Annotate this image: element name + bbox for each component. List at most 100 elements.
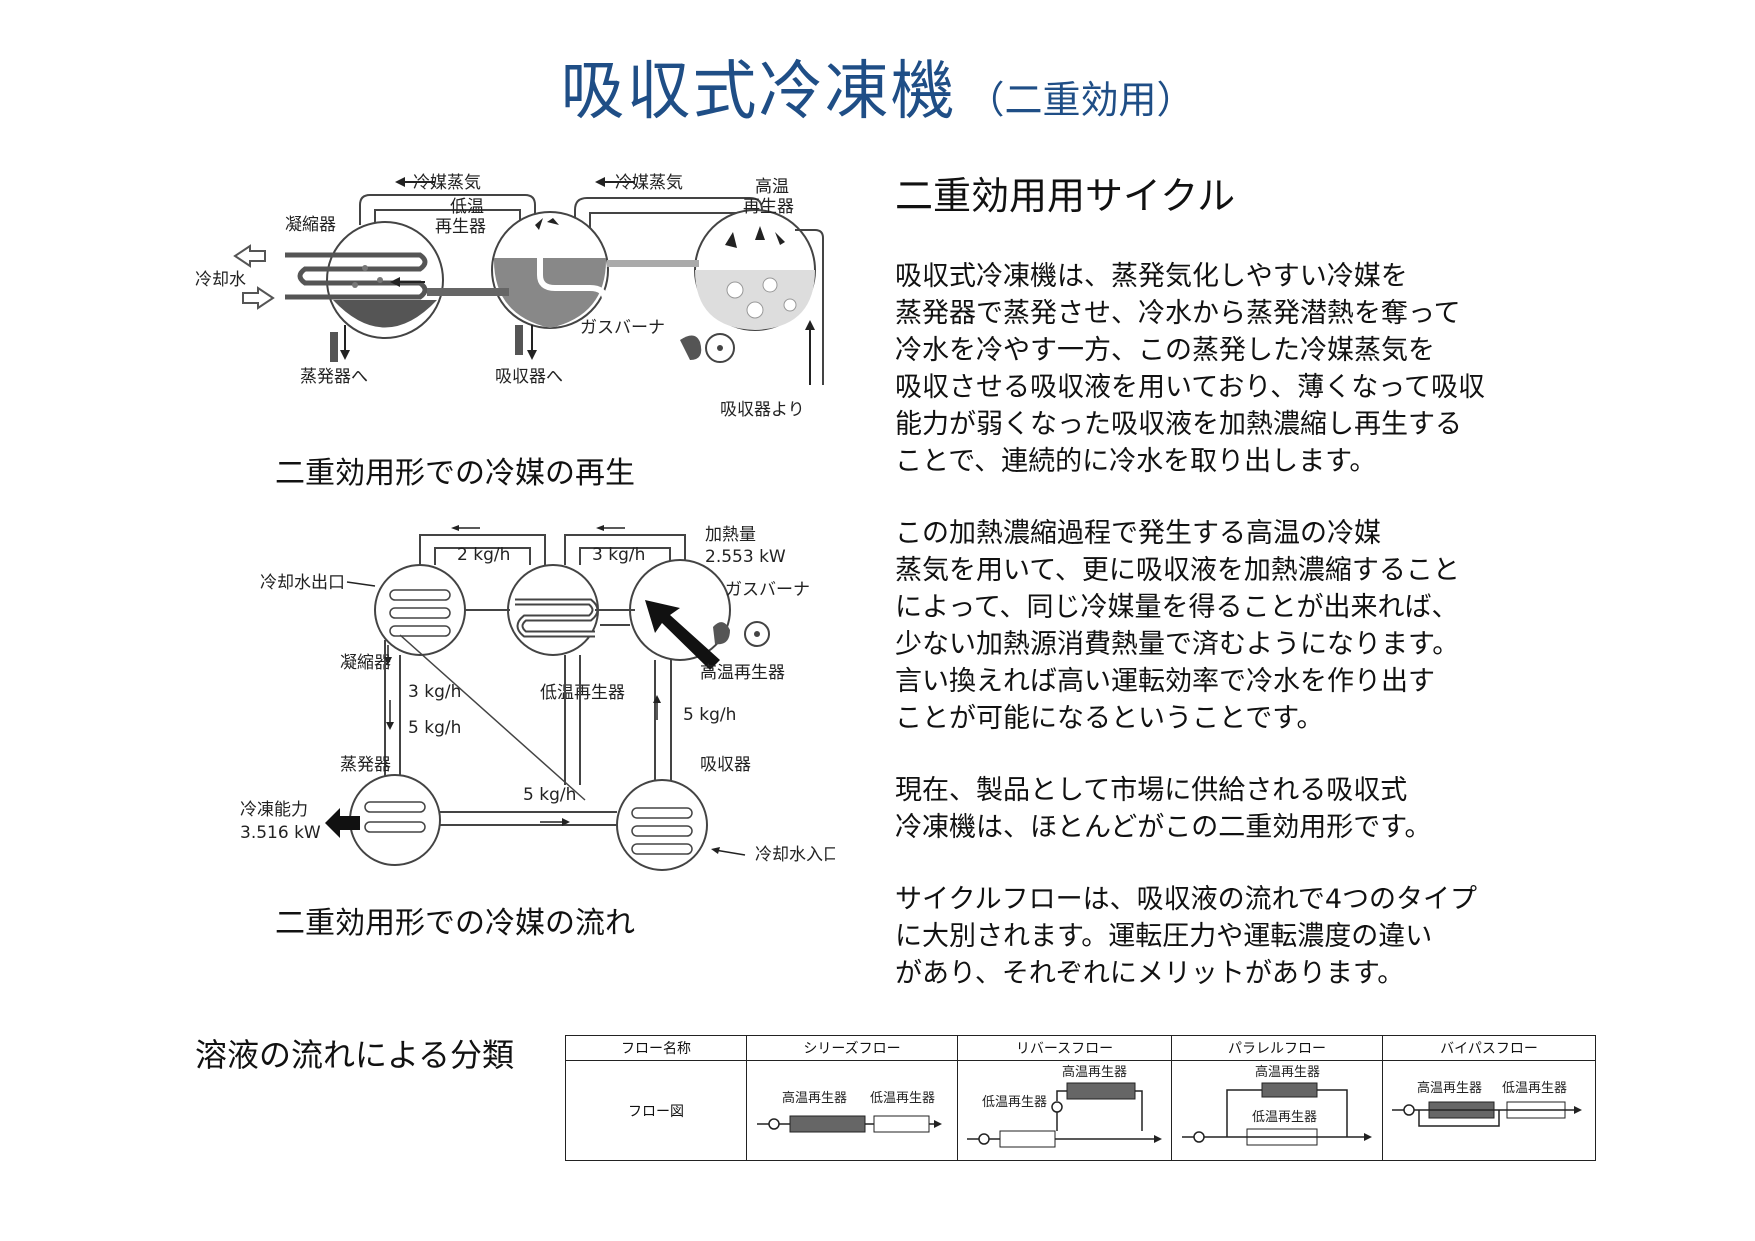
flow-5-bottom-label: 5 kg/h [523, 785, 576, 805]
text-line: 蒸気を用いて、更に吸収液を加熱濃縮すること [895, 555, 1460, 586]
paragraph-1: 吸収式冷凍機は、蒸発気化しやすい冷媒を 蒸発器で蒸発させ、冷水から蒸発潜熱を奪っ… [895, 258, 1725, 480]
series-flow-cell: 高温再生器 低温再生器 [746, 1060, 958, 1161]
text-line: に大別されます。運転圧力や運転濃度の違い [895, 921, 1433, 952]
text-line: 蒸発器で蒸発させ、冷水から蒸発潜熱を奪って [895, 298, 1461, 329]
from-absorber-arrow [805, 320, 815, 385]
paragraph-3: 現在、製品として市場に供給される吸収式 冷凍機は、ほとんどがこの二重効用形です。 [895, 772, 1725, 846]
low-temp-label-1: 低温 [450, 197, 484, 217]
flow-diagram: 2 kg/h 3 kg/h 冷却水出口 凝縮器 低温再生器 加熱量 2.553 … [240, 525, 835, 871]
solution-pipe-high [607, 260, 699, 267]
from-absorber-label: 吸収器より [720, 400, 805, 420]
gas-burner-icon [680, 333, 735, 363]
text-line: 冷凍機は、ほとんどがこの二重効用形です。 [895, 812, 1432, 843]
paragraph-4: サイクルフローは、吸収液の流れで4つのタイプ に大別されます。運転圧力や運転濃度… [895, 881, 1725, 992]
to-absorber-arrow [527, 325, 537, 360]
low-generator-unit [507, 564, 599, 656]
bypass-low-label: 低温再生器 [1502, 1081, 1567, 1096]
high-generator-unit [629, 559, 731, 670]
text-line: この加熱濃縮過程で発生する高温の冷媒 [895, 518, 1381, 549]
cooling-water-out-icon [233, 244, 266, 268]
gas-burner-label: ガスバーナ [580, 318, 665, 338]
header-bypass: バイパスフロー [1382, 1035, 1596, 1061]
evaporator-label: 蒸発器 [340, 755, 391, 775]
text-line: ことが可能になるということです。 [895, 703, 1324, 734]
diagram1-caption: 二重効用形での冷媒の再生 [275, 456, 635, 491]
title-main: 吸収式冷凍機 [560, 55, 957, 129]
to-absorber-label: 吸収器へ [495, 367, 563, 387]
text-line: 能力が弱くなった吸収液を加熱濃縮し再生する [895, 409, 1462, 440]
reverse-low-label: 低温再生器 [982, 1095, 1047, 1110]
solution-pipe-low [427, 288, 509, 296]
text-line: 吸収式冷凍機は、蒸発気化しやすい冷媒を [895, 261, 1408, 292]
evaporator-unit [349, 774, 441, 866]
paragraph-2: この加熱濃縮過程で発生する高温の冷媒 蒸気を用いて、更に吸収液を加熱濃縮すること… [895, 515, 1725, 737]
flow-5-right-label: 5 kg/h [683, 705, 736, 725]
flow-3-mid-label: 3 kg/h [408, 682, 461, 702]
series-low-label: 低温再生器 [870, 1091, 935, 1106]
capacity-label-1: 冷凍能力 [240, 800, 308, 820]
row-label: フロー図 [565, 1060, 747, 1161]
high-temp-generator-vessel [694, 209, 816, 331]
cooling-out-label: 冷却水出口 [260, 573, 345, 593]
high-temp-label-1: 高温 [755, 177, 789, 197]
page-title: 吸収式冷凍機（二重効用） [0, 40, 1755, 132]
pipe-arrow-left [390, 277, 425, 287]
condenser-unit [374, 564, 466, 656]
parallel-flow-cell: 高温再生器 低温再生器 [1171, 1060, 1383, 1161]
vapor-label-right: 冷媒蒸気 [615, 173, 683, 193]
absorber-label: 吸収器 [700, 755, 751, 775]
high-temp-label-2: 再生器 [743, 197, 794, 217]
cooling-water-label: 冷却水 [195, 270, 246, 290]
flow-3-top-label: 3 kg/h [592, 545, 645, 565]
condenser-vessel [285, 221, 444, 339]
condenser-label-2: 凝縮器 [340, 653, 391, 673]
cooling-in-label: 冷却水入口 [755, 845, 835, 865]
text-line: ことで、連続的に冷水を取り出します。 [895, 446, 1377, 477]
text-line: があり、それぞれにメリットがあります。 [895, 958, 1405, 989]
series-high-label: 高温再生器 [782, 1090, 847, 1106]
condenser-label: 凝縮器 [285, 215, 336, 235]
to-evaporator-label: 蒸発器へ [300, 367, 368, 387]
flow-classification-table: フロー名称 シリーズフロー リバースフロー パラレルフロー バイパスフロー フロ… [565, 1035, 1596, 1161]
vapor-arrow-left [395, 177, 435, 187]
reverse-high-label: 高温再生器 [1062, 1064, 1127, 1080]
header-flow-name: フロー名称 [565, 1035, 747, 1061]
series-flow-diagram: 高温再生器 低温再生器 [757, 1090, 942, 1132]
vapor-arrow-right [595, 177, 635, 187]
gas-burner-label-2: ガスバーナ [725, 580, 810, 600]
regeneration-diagram: 冷媒蒸気 冷媒蒸気 冷却水 凝縮器 低温 再生器 高温 再生器 [195, 173, 824, 420]
cooling-water-in-icon [242, 286, 275, 310]
text-line: サイクルフローは、吸収液の流れで4つのタイプ [895, 884, 1478, 915]
low-gen-label-2: 低温再生器 [540, 683, 625, 703]
heat-label-1: 加熱量 [705, 525, 756, 545]
reverse-flow-diagram: 高温再生器 低温再生器 [967, 1064, 1162, 1148]
table-row: フロー図 高温再生器 低温再生器 高温再生器 低温再生器 [565, 1060, 1596, 1161]
text-line: 吸収させる吸収液を用いており、薄くなって吸収 [895, 372, 1485, 403]
text-line: 言い換えれば高い運転効率で冷水を作り出す [895, 666, 1435, 697]
diagram2-caption: 二重効用形での冷媒の流れ [275, 906, 635, 941]
bypass-flow-cell: 高温再生器 低温再生器 [1382, 1060, 1596, 1161]
low-temp-label-2: 再生器 [435, 217, 486, 237]
title-sub: （二重効用） [966, 78, 1195, 122]
parallel-low-label: 低温再生器 [1252, 1110, 1317, 1125]
absorber-unit [616, 779, 708, 871]
text-line: 現在、製品として市場に供給される吸収式 [895, 775, 1408, 806]
table-header-row: フロー名称 シリーズフロー リバースフロー パラレルフロー バイパスフロー [565, 1035, 1596, 1061]
text-line: 冷水を冷やす一方、この蒸発した冷媒蒸気を [895, 335, 1435, 366]
bypass-flow-diagram: 高温再生器 低温再生器 [1391, 1080, 1582, 1127]
bypass-high-label: 高温再生器 [1417, 1080, 1482, 1096]
heat-label-2: 2.553 kW [705, 547, 786, 567]
header-reverse: リバースフロー [957, 1035, 1172, 1061]
text-line: 少ない加熱源消費熱量で済むようになります。 [895, 629, 1460, 660]
parallel-flow-diagram: 高温再生器 低温再生器 [1182, 1064, 1372, 1146]
capacity-label-2: 3.516 kW [240, 823, 321, 843]
header-series: シリーズフロー [746, 1035, 958, 1061]
reverse-flow-cell: 高温再生器 低温再生器 [957, 1060, 1172, 1161]
section-heading: 二重効用用サイクル [895, 174, 1236, 218]
to-evaporator-arrow [340, 325, 350, 360]
parallel-high-label: 高温再生器 [1255, 1064, 1320, 1080]
gas-burner-icon-2 [713, 621, 770, 647]
text-line: によって、同じ冷媒量を得ることが出来れば、 [895, 592, 1459, 623]
table-title: 溶液の流れによる分類 [195, 1036, 515, 1074]
explanation-column: 二重効用用サイクル 吸収式冷凍機は、蒸発気化しやすい冷媒を 蒸発器で蒸発させ、冷… [895, 165, 1725, 1027]
